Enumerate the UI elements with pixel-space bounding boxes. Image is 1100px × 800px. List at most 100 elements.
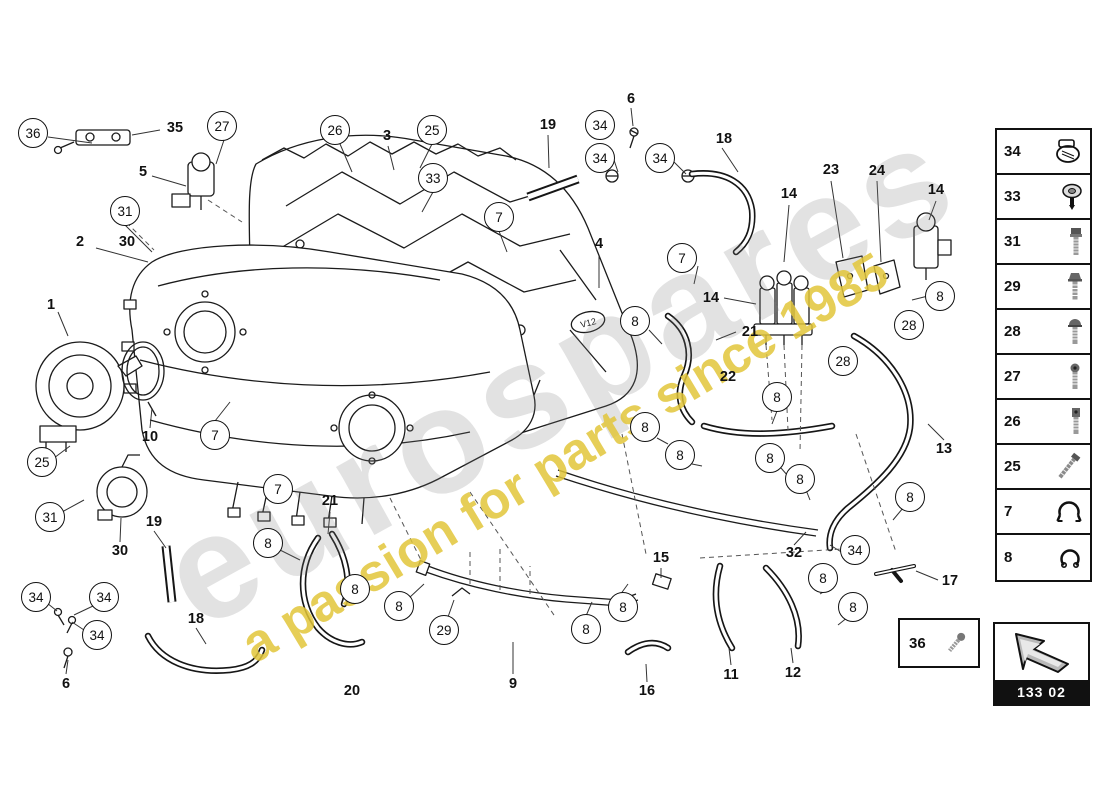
callout-34[interactable]: 34 — [585, 110, 615, 140]
label-3[interactable]: 3 — [382, 128, 392, 144]
callout-25[interactable]: 25 — [417, 115, 447, 145]
legend-part-number: 34 — [1004, 143, 1021, 160]
legend-row-27[interactable]: 27 — [997, 355, 1090, 400]
callout-34[interactable]: 34 — [21, 582, 51, 612]
back-arrow-icon — [995, 624, 1088, 680]
legend-row-25[interactable]: 25 — [997, 445, 1090, 490]
legend-row-33[interactable]: 33 — [997, 175, 1090, 220]
inset-icon-slot — [943, 630, 969, 656]
label-12[interactable]: 12 — [784, 665, 802, 681]
pan-screw-icon — [1067, 318, 1083, 346]
callout-28[interactable]: 28 — [828, 346, 858, 376]
label-17[interactable]: 17 — [941, 573, 959, 589]
diagram-nav-box[interactable]: 133 02 — [993, 622, 1090, 706]
callout-26[interactable]: 26 — [320, 115, 350, 145]
inset-part-box[interactable]: 36 — [898, 618, 980, 668]
callout-8[interactable]: 8 — [665, 440, 695, 470]
legend-row-31[interactable]: 31 — [997, 220, 1090, 265]
label-4[interactable]: 4 — [594, 236, 604, 252]
map-sensor — [171, 152, 215, 210]
legend-part-number: 27 — [1004, 368, 1021, 385]
label-22[interactable]: 22 — [719, 369, 737, 385]
label-32[interactable]: 32 — [785, 545, 803, 561]
label-14[interactable]: 14 — [927, 182, 945, 198]
label-23[interactable]: 23 — [822, 162, 840, 178]
label-11[interactable]: 11 — [723, 667, 739, 683]
inset-part-number: 36 — [909, 634, 926, 652]
label-19[interactable]: 19 — [539, 117, 557, 133]
callout-7[interactable]: 7 — [667, 243, 697, 273]
label-6[interactable]: 6 — [61, 676, 71, 692]
label-13[interactable]: 13 — [935, 441, 953, 457]
callout-27[interactable]: 27 — [207, 111, 237, 141]
label-5[interactable]: 5 — [138, 164, 148, 180]
gasket-ring — [121, 341, 165, 401]
legend-part-number: 8 — [1004, 549, 1013, 566]
label-21[interactable]: 21 — [741, 324, 759, 340]
legend-part-number: 7 — [1004, 503, 1013, 520]
callout-33[interactable]: 33 — [418, 163, 448, 193]
callout-8[interactable]: 8 — [340, 574, 370, 604]
label-10[interactable]: 10 — [141, 429, 159, 445]
label-15[interactable]: 15 — [652, 550, 670, 566]
callout-31[interactable]: 31 — [110, 196, 140, 226]
callout-34[interactable]: 34 — [585, 143, 615, 173]
callout-31[interactable]: 31 — [35, 502, 65, 532]
callout-7[interactable]: 7 — [200, 420, 230, 450]
diagram-code: 133 02 — [995, 680, 1088, 704]
legend-row-26[interactable]: 26 — [997, 400, 1090, 445]
callout-28[interactable]: 28 — [894, 310, 924, 340]
clip-icon — [1057, 545, 1083, 570]
callout-8[interactable]: 8 — [925, 281, 955, 311]
callout-8[interactable]: 8 — [808, 563, 838, 593]
legend-row-28[interactable]: 28 — [997, 310, 1090, 355]
callout-8[interactable]: 8 — [571, 614, 601, 644]
callout-8[interactable]: 8 — [895, 482, 925, 512]
label-30[interactable]: 30 — [111, 543, 129, 559]
grommet-icon — [1061, 183, 1083, 211]
legend-row-8[interactable]: 8 — [997, 535, 1090, 580]
callout-8[interactable]: 8 — [620, 306, 650, 336]
callout-34[interactable]: 34 — [840, 535, 870, 565]
callout-34[interactable]: 34 — [89, 582, 119, 612]
torx-screw-icon — [1067, 363, 1083, 391]
label-35[interactable]: 35 — [166, 120, 184, 136]
label-16[interactable]: 16 — [638, 683, 656, 699]
callout-8[interactable]: 8 — [755, 443, 785, 473]
legend-part-number: 33 — [1004, 188, 1021, 205]
label-14[interactable]: 14 — [702, 290, 720, 306]
callout-8[interactable]: 8 — [384, 591, 414, 621]
legend-row-34[interactable]: 34 — [997, 130, 1090, 175]
callout-34[interactable]: 34 — [645, 143, 675, 173]
spring-clamp-icon — [1055, 499, 1083, 524]
label-30[interactable]: 30 — [118, 234, 136, 250]
callout-34[interactable]: 34 — [82, 620, 112, 650]
callout-29[interactable]: 29 — [429, 615, 459, 645]
label-18[interactable]: 18 — [187, 611, 205, 627]
callout-36[interactable]: 36 — [18, 118, 48, 148]
callout-8[interactable]: 8 — [785, 464, 815, 494]
callout-8[interactable]: 8 — [608, 592, 638, 622]
label-24[interactable]: 24 — [868, 163, 886, 179]
callout-8[interactable]: 8 — [762, 382, 792, 412]
callout-8[interactable]: 8 — [630, 412, 660, 442]
legend-row-7[interactable]: 7 — [997, 490, 1090, 535]
label-20[interactable]: 20 — [343, 683, 361, 699]
callout-8[interactable]: 8 — [253, 528, 283, 558]
label-18[interactable]: 18 — [715, 131, 733, 147]
label-9[interactable]: 9 — [508, 676, 518, 692]
label-21[interactable]: 21 — [321, 493, 339, 509]
callout-8[interactable]: 8 — [838, 592, 868, 622]
label-2[interactable]: 2 — [75, 234, 85, 250]
legend-row-29[interactable]: 29 — [997, 265, 1090, 310]
callout-25[interactable]: 25 — [27, 447, 57, 477]
vacuum-pipes — [415, 469, 819, 607]
callout-7[interactable]: 7 — [484, 202, 514, 232]
label-19[interactable]: 19 — [145, 514, 163, 530]
label-1[interactable]: 1 — [46, 297, 56, 313]
label-6[interactable]: 6 — [626, 91, 636, 107]
callout-7[interactable]: 7 — [263, 474, 293, 504]
label-14[interactable]: 14 — [780, 186, 798, 202]
